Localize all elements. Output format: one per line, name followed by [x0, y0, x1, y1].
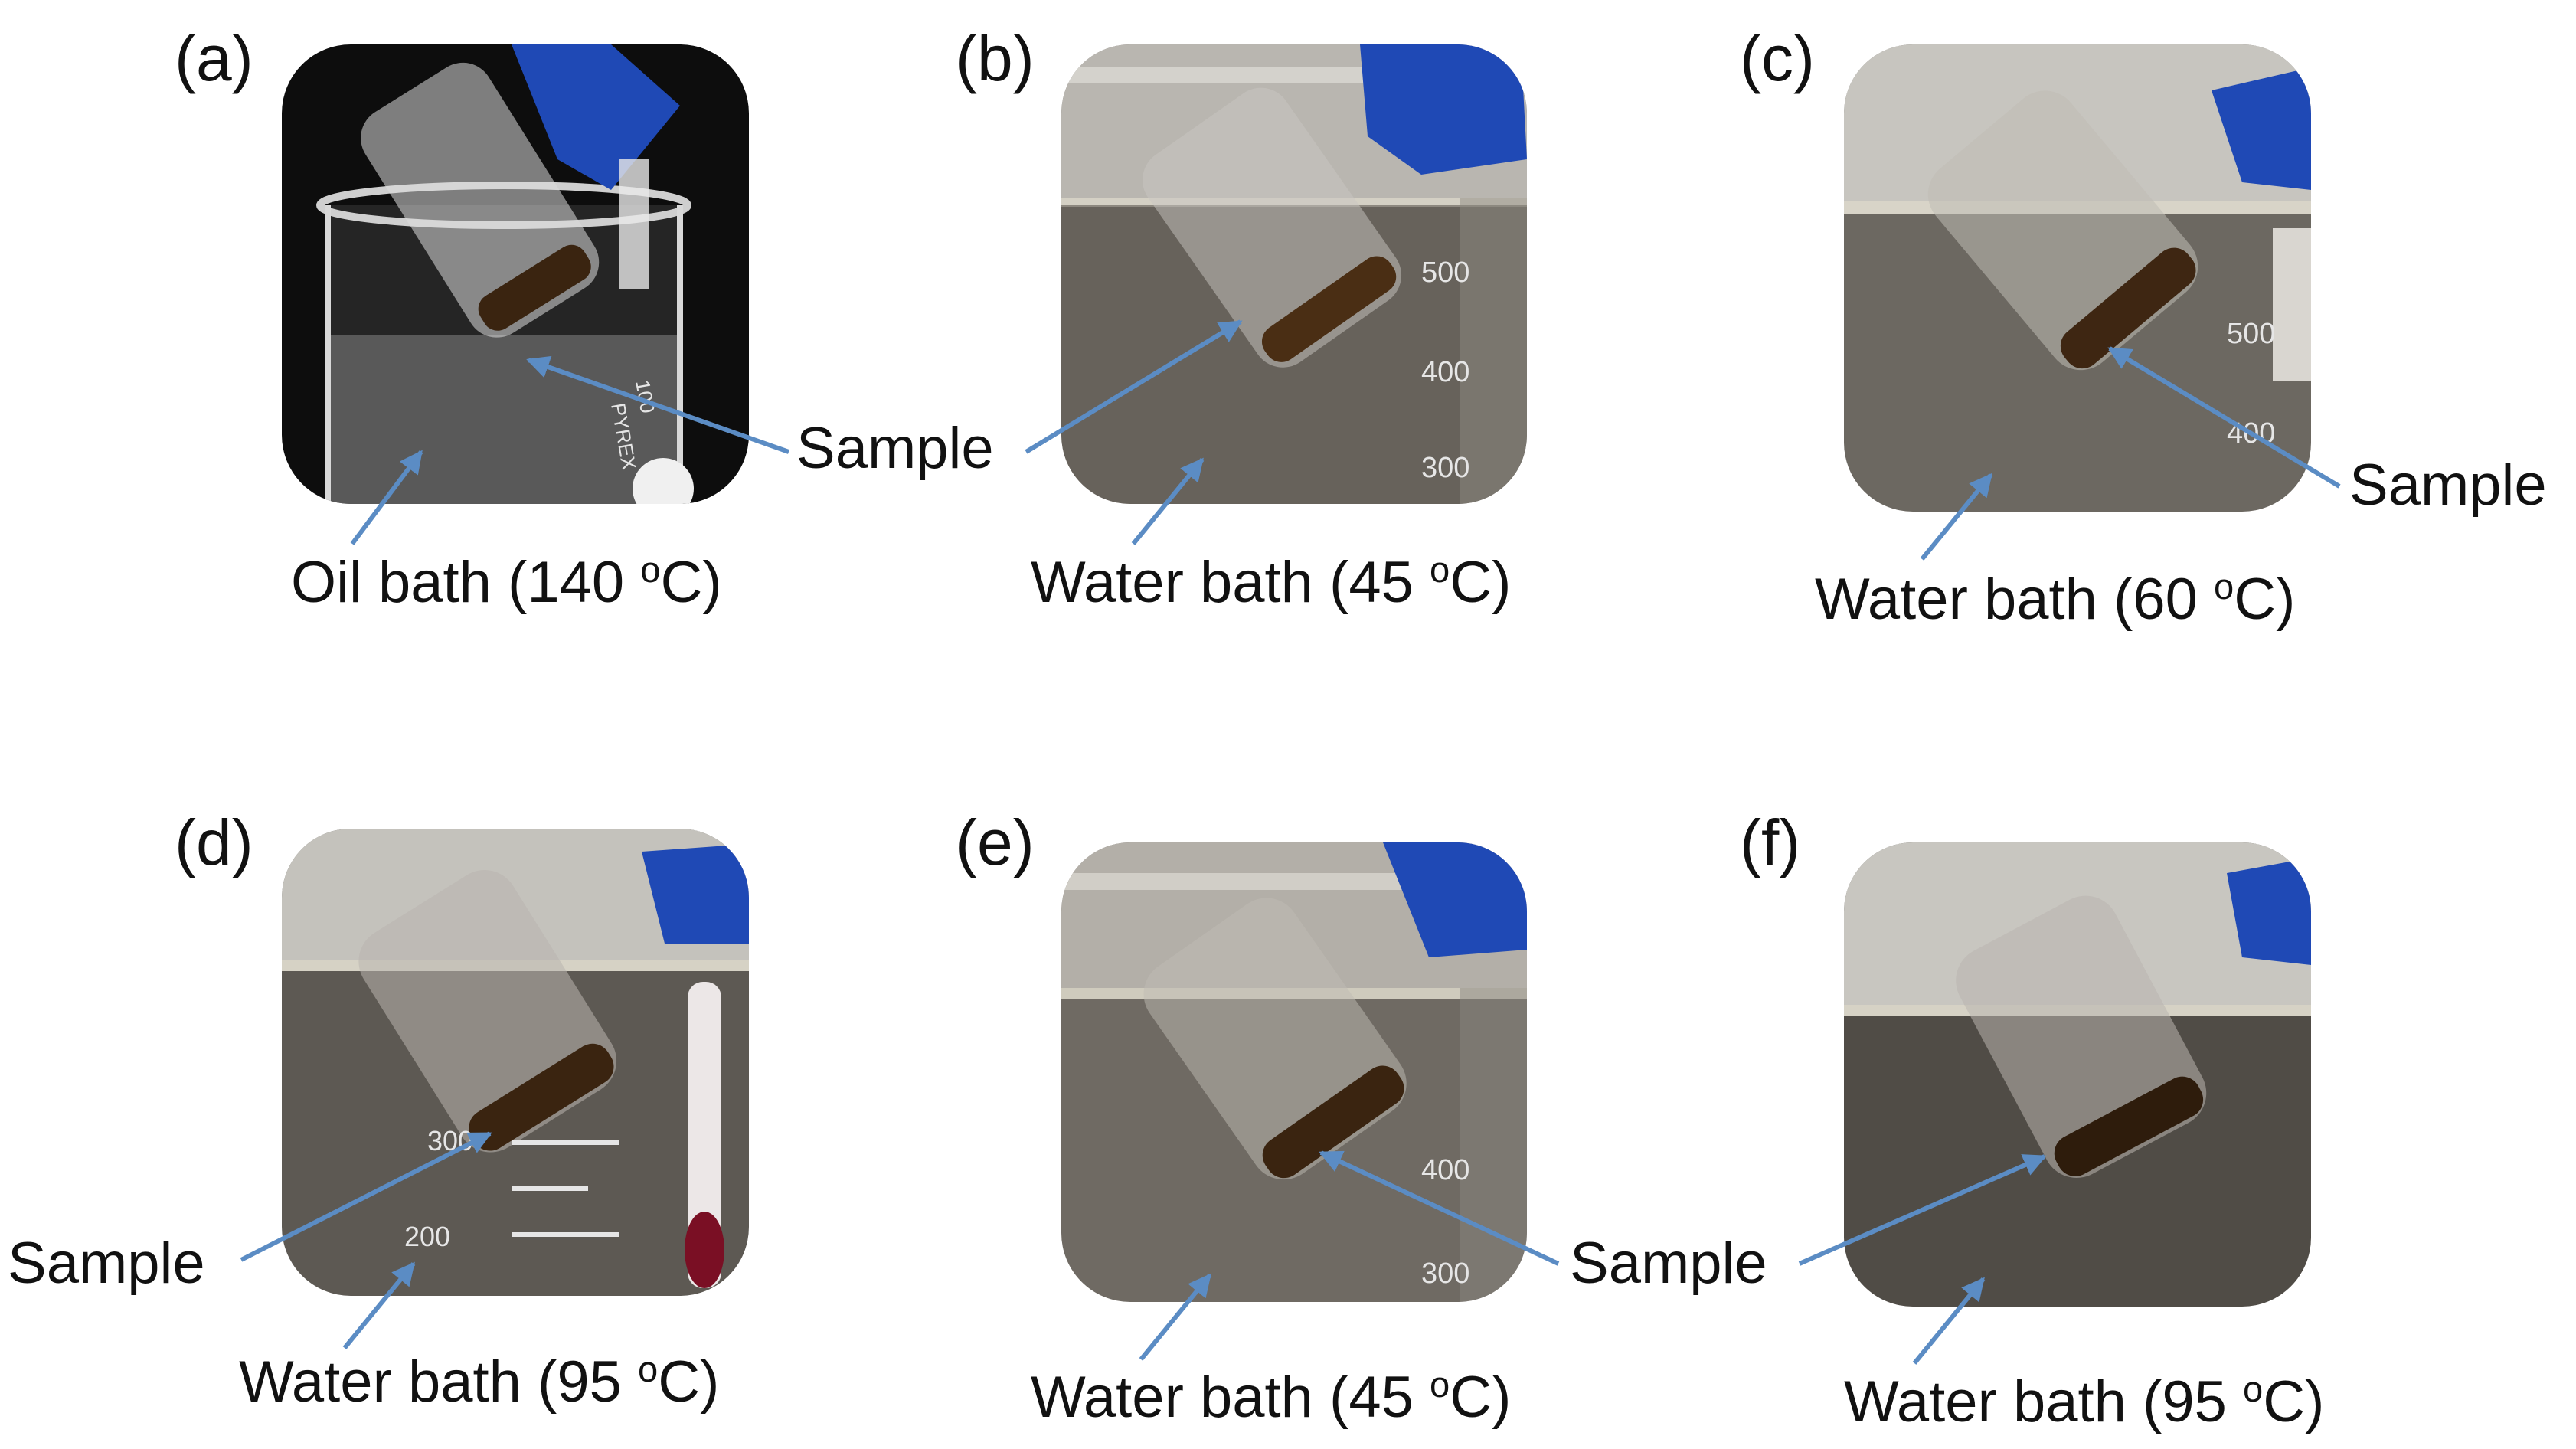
arrow-sample-b	[1025, 319, 1243, 454]
sample-label-c: Sample	[2349, 453, 2547, 518]
arrow-sample-d	[240, 1131, 492, 1262]
photo-d-water-bath: 300 200	[282, 829, 749, 1296]
photo-c-water-bath: 500 400	[1844, 44, 2311, 512]
panel-letter-a: (a)	[175, 22, 253, 94]
photo-f-water-bath	[1844, 842, 2311, 1307]
arrow-sample-e	[1319, 1150, 1560, 1266]
photo-a-oil-bath: 100 PYREX	[282, 44, 749, 504]
arrow-bath-f	[1912, 1277, 1986, 1365]
panel-letter-e: (e)	[956, 806, 1035, 878]
caption-d: Water bath (95 oC)	[239, 1349, 720, 1415]
scale-mark: 400	[1421, 356, 1469, 388]
caption-c: Water bath (60 oC)	[1815, 566, 2296, 632]
arrow-bath-e	[1139, 1273, 1212, 1361]
arrow-bath-b	[1131, 457, 1205, 545]
caption-e: Water bath (45 oC)	[1031, 1364, 1512, 1430]
arrow-sample-a	[526, 355, 789, 454]
caption-b: Water bath (45 oC)	[1031, 549, 1512, 615]
arrow-sample-f	[1798, 1154, 2047, 1266]
photo-b-water-bath: 500 400 300	[1061, 44, 1527, 504]
panel-letter-c: (c)	[1740, 22, 1815, 94]
caption-a: Oil bath (140 oC)	[291, 549, 722, 615]
scale-mark: 500	[1421, 257, 1469, 289]
scale-mark: 400	[1421, 1154, 1469, 1186]
arrow-bath-c	[1920, 473, 1993, 561]
arrow-bath-d	[342, 1261, 416, 1349]
scale-mark: 300	[1421, 452, 1469, 484]
caption-f: Water bath (95 oC)	[1844, 1369, 2325, 1434]
scale-mark: 300	[1421, 1258, 1469, 1290]
panel-letter-b: (b)	[956, 22, 1035, 94]
panel-letter-f: (f)	[1740, 806, 1801, 878]
scale-mark: 200	[404, 1221, 450, 1252]
scale-mark: 500	[2227, 318, 2275, 350]
panel-letter-d: (d)	[175, 806, 253, 878]
arrow-bath-a	[350, 450, 423, 545]
photo-e-water-bath: 400 300	[1061, 842, 1527, 1302]
sample-label-ef: Sample	[1570, 1231, 1767, 1296]
arrow-sample-c	[2107, 346, 2341, 489]
sample-label-d: Sample	[8, 1231, 205, 1296]
sample-label-ab: Sample	[796, 416, 994, 481]
